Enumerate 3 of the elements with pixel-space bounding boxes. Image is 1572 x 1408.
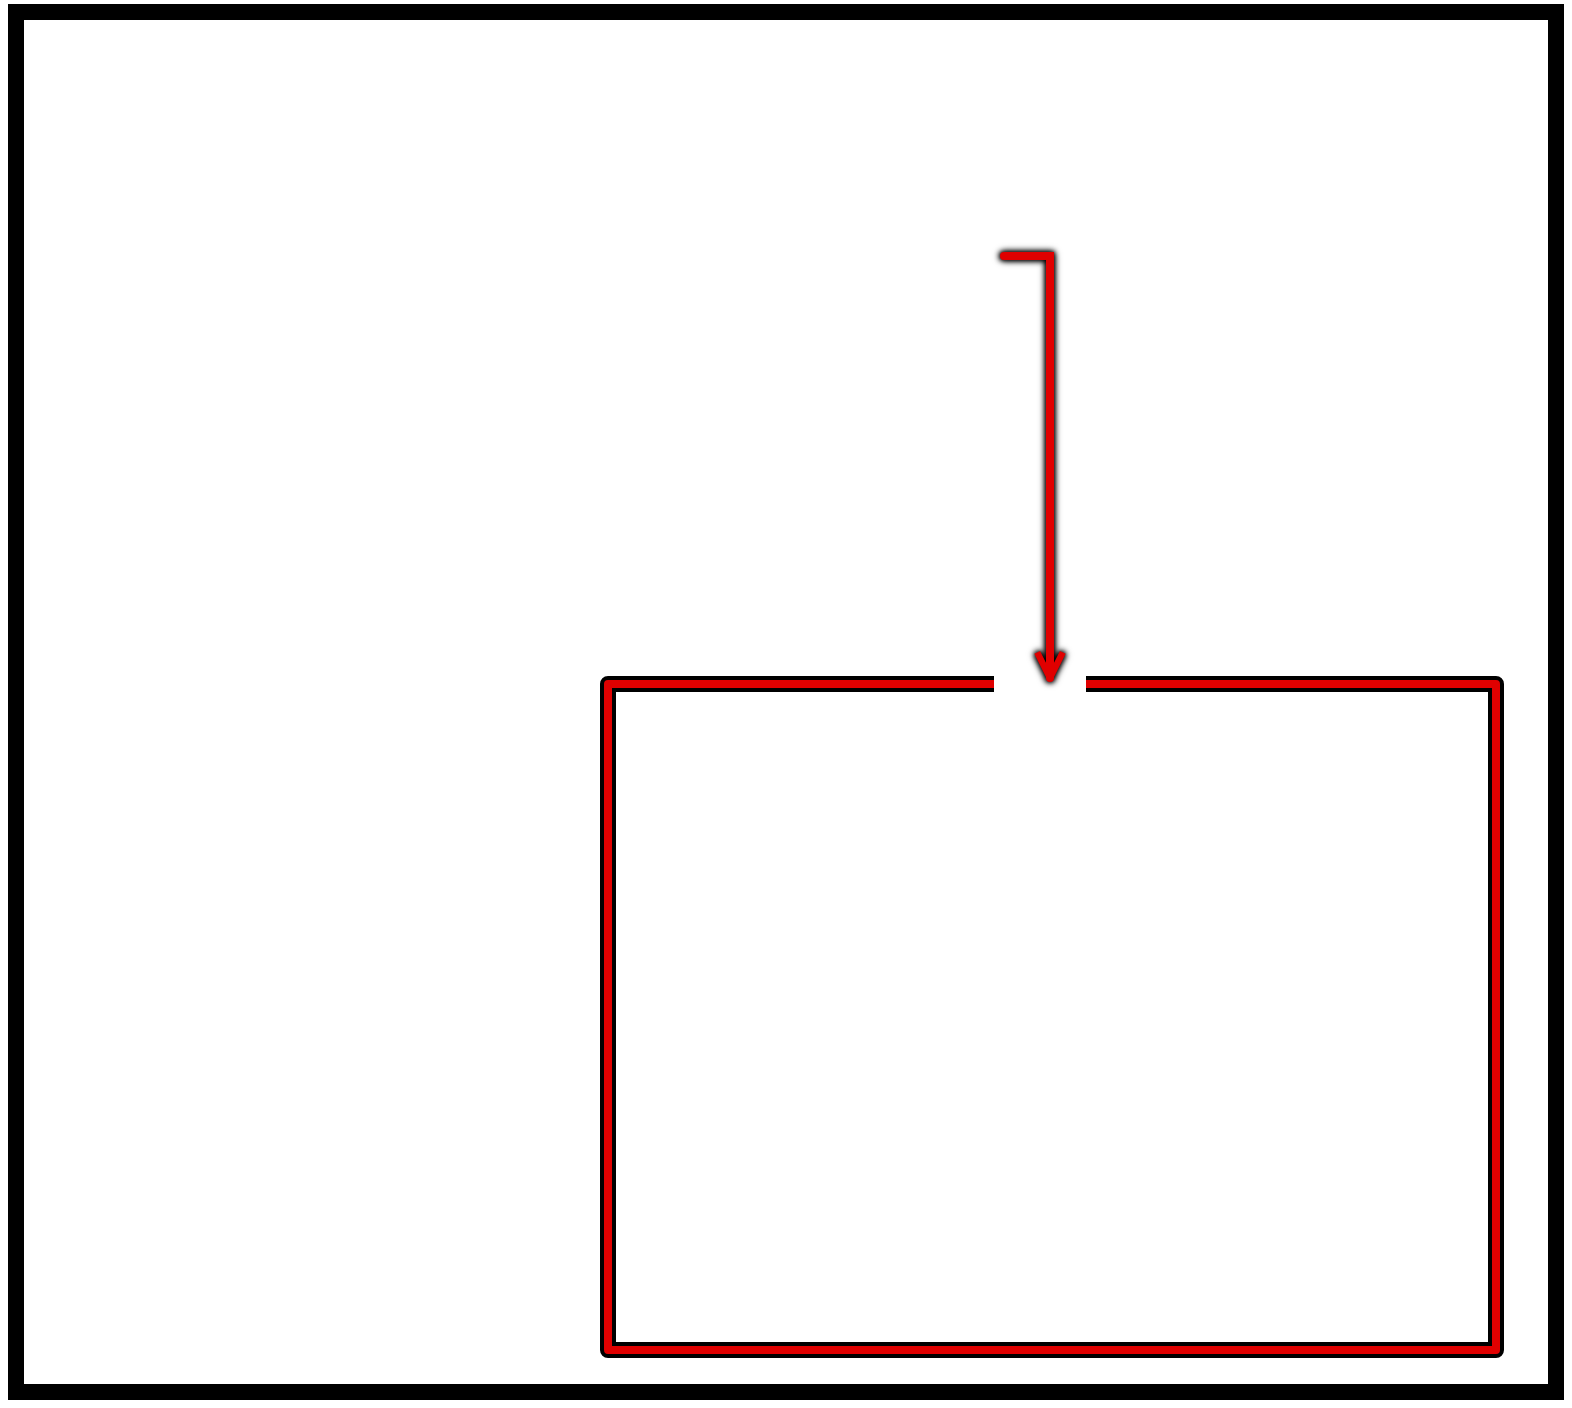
outlined-box — [598, 674, 1506, 1360]
arrow — [1000, 252, 1066, 682]
frame-border — [8, 4, 1564, 1400]
